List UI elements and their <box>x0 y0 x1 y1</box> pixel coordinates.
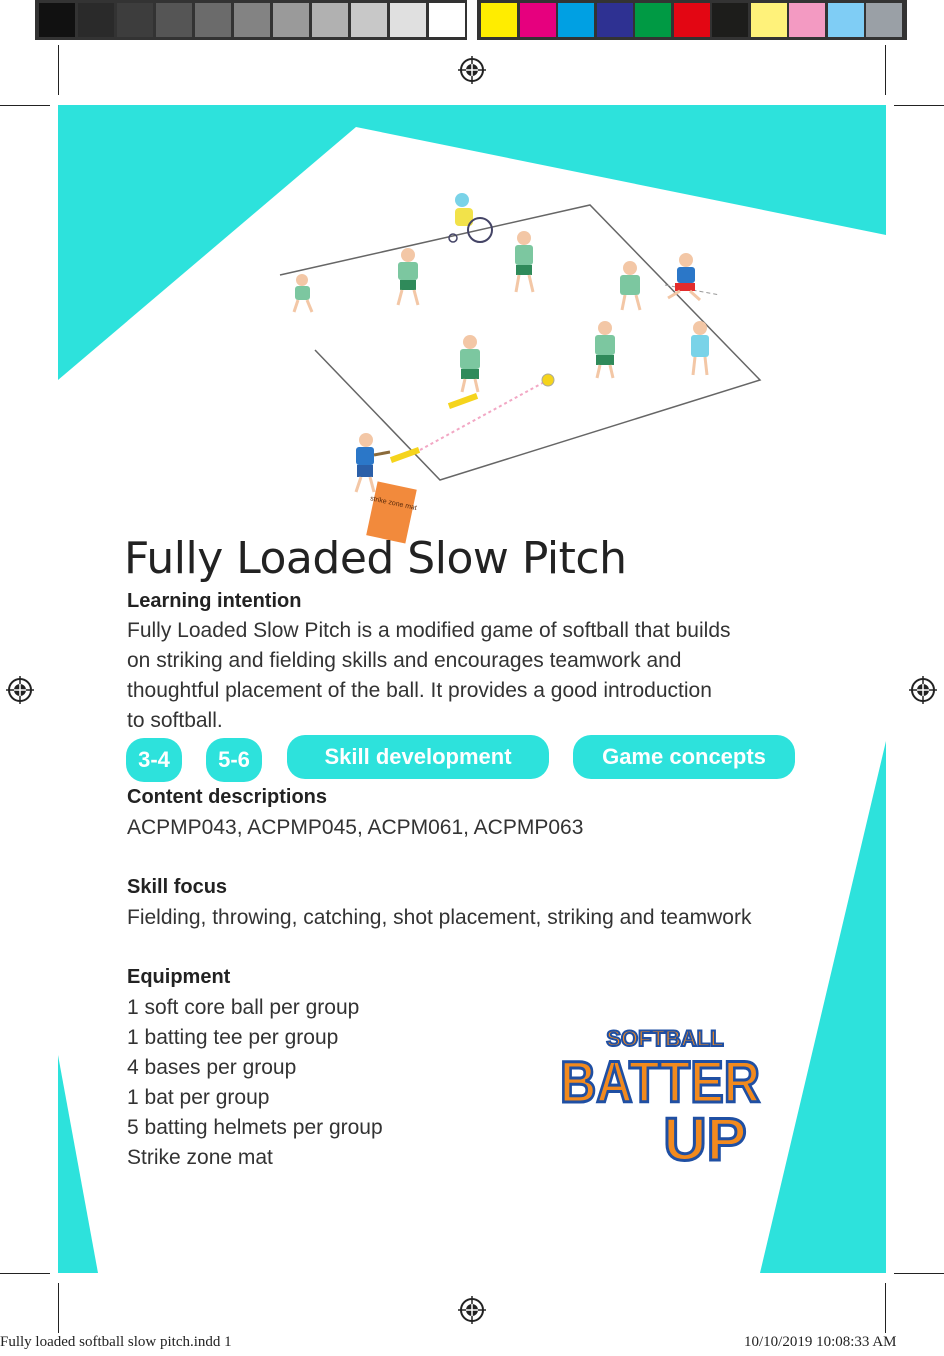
player <box>514 231 535 293</box>
crop-mark <box>894 1273 944 1274</box>
color-swatch <box>712 3 748 37</box>
equipment-item: Strike zone mat <box>127 1146 273 1169</box>
content-descriptions-text: ACPMP043, ACPMP045, ACPM061, ACPMP063 <box>127 816 584 839</box>
color-swatch <box>273 3 309 37</box>
color-swatch <box>312 3 348 37</box>
color-swatch <box>481 3 517 37</box>
color-swatch <box>558 3 594 37</box>
equipment-item: 4 bases per group <box>127 1056 297 1079</box>
equipment-item: 1 soft core ball per group <box>127 996 360 1019</box>
color-swatch <box>78 3 114 37</box>
color-swatch <box>390 3 426 37</box>
color-swatch <box>789 3 825 37</box>
color-swatch <box>596 3 633 37</box>
crop-mark <box>58 1283 59 1333</box>
color-swatch <box>519 3 556 37</box>
learning-line: thoughtful placement of the ball. It pro… <box>127 679 712 702</box>
player <box>292 274 314 313</box>
equipment-item: 5 batting helmets per group <box>127 1116 383 1139</box>
player-wheelchair <box>448 193 493 243</box>
color-swatch <box>635 3 671 37</box>
color-swatch <box>429 3 465 37</box>
slug-datetime: 10/10/2019 10:08:33 AM <box>744 1334 897 1350</box>
color-swatch <box>234 3 270 37</box>
softball-batter-up-logo: SOFTBALL BATTER UP <box>559 1025 762 1170</box>
tag-game-concepts: Game concepts <box>573 735 795 779</box>
crop-mark <box>0 1273 50 1274</box>
equipment-list: 1 soft core ball per group 1 batting tee… <box>127 993 383 1173</box>
card-background <box>58 105 886 1273</box>
page-title: Fully Loaded Slow Pitch <box>124 533 627 584</box>
ball <box>541 373 555 387</box>
equipment-item: 1 bat per group <box>127 1086 270 1109</box>
color-swatch <box>750 3 787 37</box>
crop-mark <box>0 105 50 106</box>
logo-line3: UP <box>663 1106 746 1170</box>
color-swatch <box>39 3 75 37</box>
player <box>595 321 615 379</box>
equipment-item: 1 batting tee per group <box>127 1026 339 1049</box>
content-descriptions-heading: Content descriptions <box>127 786 328 808</box>
player <box>620 261 642 311</box>
white-panel <box>58 127 886 1273</box>
crop-mark <box>885 1283 886 1333</box>
learning-intention-heading: Learning intention <box>127 590 302 612</box>
crop-mark <box>58 45 59 95</box>
color-swatch <box>117 3 153 37</box>
strike-zone-mat: strike zone mat <box>366 481 417 544</box>
softball-field-illustration: strike zone mat <box>279 193 762 544</box>
registration-mark-icon <box>909 676 937 704</box>
player <box>460 335 480 393</box>
learning-line: to softball. <box>127 709 223 732</box>
color-swatch <box>673 3 710 37</box>
skill-focus-heading: Skill focus <box>127 876 228 898</box>
learning-line: Fully Loaded Slow Pitch is a modified ga… <box>127 619 731 642</box>
color-swatch <box>351 3 387 37</box>
player <box>396 248 420 306</box>
registration-mark-icon <box>458 1296 486 1324</box>
equipment-heading: Equipment <box>127 966 231 988</box>
color-swatch <box>827 3 864 37</box>
registration-mark-icon <box>6 676 34 704</box>
color-swatch <box>156 3 192 37</box>
color-calibration-bar <box>35 0 907 40</box>
registration-mark-icon <box>458 56 486 84</box>
crop-mark <box>894 105 944 106</box>
logo-line2: BATTER <box>560 1050 760 1115</box>
skill-focus-text: Fielding, throwing, catching, shot place… <box>127 906 752 929</box>
slug-filename: Fully loaded softball slow pitch.indd 1 <box>0 1334 232 1350</box>
player-batter <box>354 433 391 493</box>
player-runner <box>667 253 702 302</box>
color-swatch <box>195 3 231 37</box>
crop-mark <box>885 45 886 95</box>
base-mat <box>447 393 479 409</box>
logo-line1: SOFTBALL <box>606 1026 723 1051</box>
home-base <box>389 447 421 463</box>
player <box>691 321 709 376</box>
tag-year-3-4: 3-4 <box>126 738 182 782</box>
learning-line: on striking and fielding skills and enco… <box>127 649 682 672</box>
learning-intention-text: Fully Loaded Slow Pitch is a modified ga… <box>127 616 827 736</box>
color-swatch <box>866 3 902 37</box>
tag-skill-development: Skill development <box>287 735 549 779</box>
tag-year-5-6: 5-6 <box>206 738 262 782</box>
